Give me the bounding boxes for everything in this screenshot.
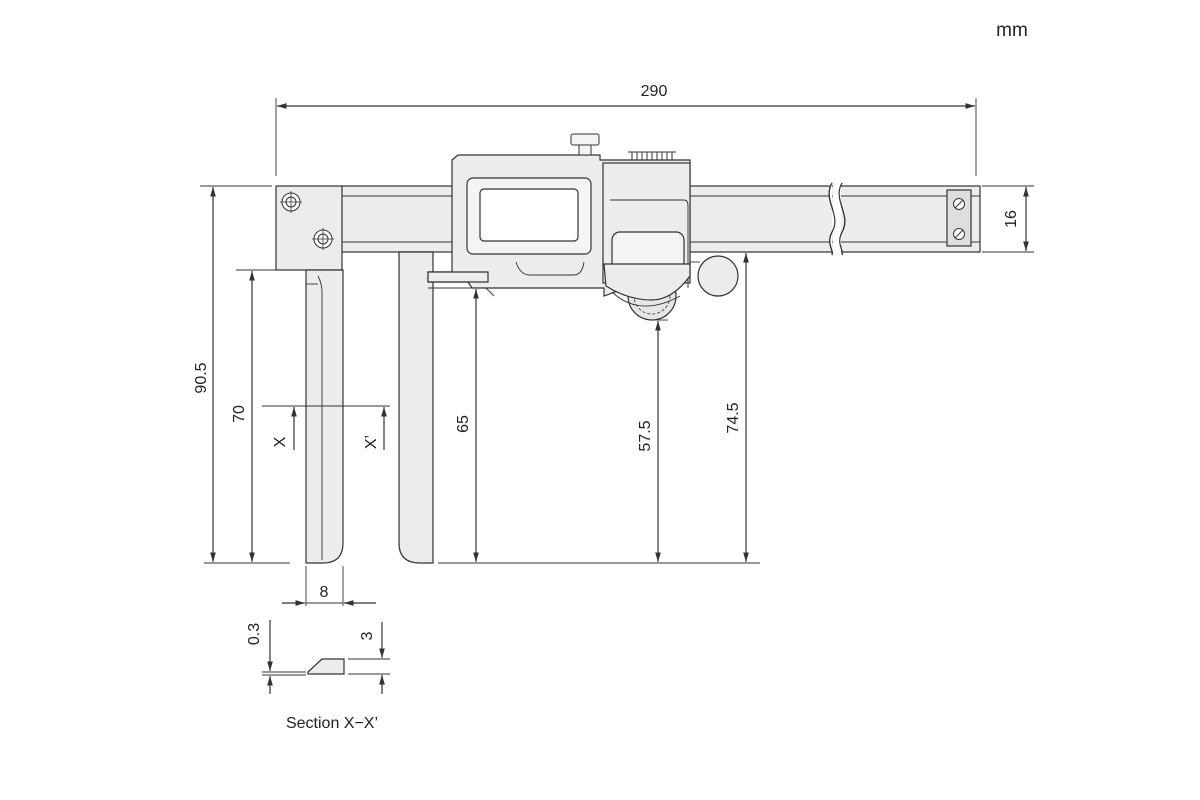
fixed-jaw-blade bbox=[305, 269, 344, 564]
lcd-display bbox=[479, 188, 579, 242]
section-mark-x: X bbox=[272, 436, 289, 447]
section-caption: Section X−X’ bbox=[286, 715, 378, 732]
section-view: 0.3 3 bbox=[246, 620, 390, 694]
dim-jaw-width: 8 bbox=[320, 584, 329, 601]
dim-roller-clearance: 74.5 bbox=[725, 402, 742, 433]
section-mark-x-prime: X’ bbox=[363, 435, 380, 449]
dim-beam-height: 16 bbox=[1003, 210, 1020, 228]
fine-roller-icon[interactable] bbox=[697, 255, 739, 297]
crosshair-hole-icon bbox=[280, 191, 302, 213]
caliper-body bbox=[275, 133, 981, 564]
crosshair-hole-icon bbox=[312, 228, 334, 250]
dim-thumbwheel-clearance: 57.5 bbox=[637, 420, 654, 451]
screw-icon bbox=[953, 198, 965, 210]
dim-blade-thickness: 3 bbox=[359, 631, 376, 640]
slider-jaw-blade bbox=[398, 251, 434, 564]
dim-overall-length: 290 bbox=[641, 83, 668, 100]
lock-screw[interactable] bbox=[570, 133, 600, 146]
dim-total-height: 90.5 bbox=[193, 362, 210, 393]
screw-icon bbox=[953, 228, 965, 240]
dim-fixed-jaw-depth: 70 bbox=[231, 405, 248, 423]
dim-tip-thickness: 0.3 bbox=[246, 623, 263, 645]
dim-slider-jaw-depth: 65 bbox=[455, 415, 472, 433]
unit-label: mm bbox=[996, 20, 1028, 41]
